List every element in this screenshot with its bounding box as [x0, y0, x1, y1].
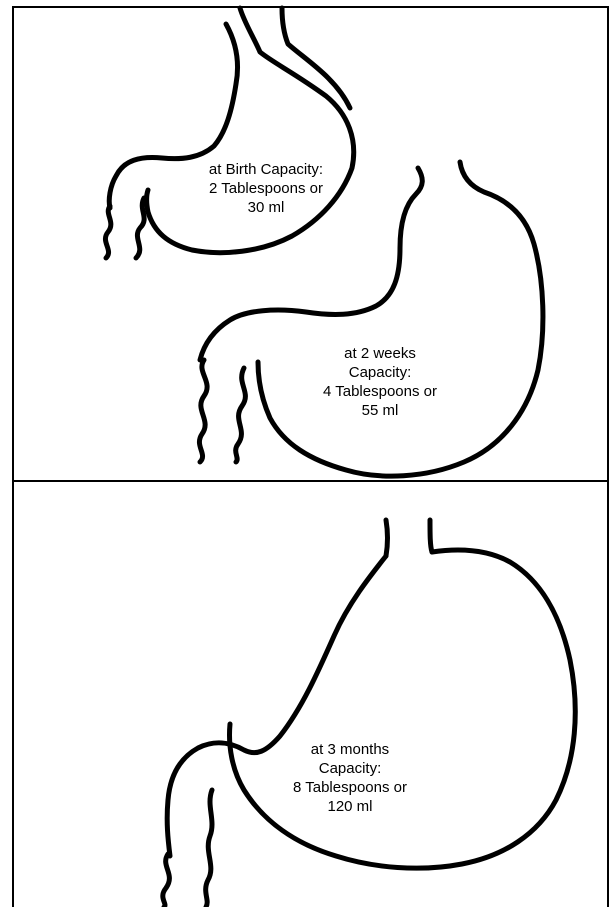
stomach-three-months-esophagus-left	[386, 520, 388, 556]
caption-two-weeks-line-4: 55 ml	[292, 401, 468, 420]
caption-three-months-line-1: at 3 months	[262, 740, 438, 759]
stomach-three-months-intestine-left	[163, 854, 170, 907]
caption-birth: at Birth Capacity: 2 Tablespoons or 30 m…	[176, 160, 356, 217]
caption-two-weeks: at 2 weeks Capacity: 4 Tablespoons or 55…	[292, 344, 468, 420]
caption-three-months: at 3 months Capacity: 8 Tablespoons or 1…	[262, 740, 438, 816]
caption-three-months-line-3: 8 Tablespoons or	[262, 778, 438, 797]
caption-birth-line-2: 2 Tablespoons or	[176, 179, 356, 198]
caption-two-weeks-line-2: Capacity:	[292, 363, 468, 382]
caption-three-months-line-2: Capacity:	[262, 759, 438, 778]
caption-two-weeks-line-3: 4 Tablespoons or	[292, 382, 468, 401]
caption-birth-line-1: at Birth Capacity:	[176, 160, 356, 179]
caption-two-weeks-line-1: at 2 weeks	[292, 344, 468, 363]
stomach-three-months-esophagus-right	[430, 520, 432, 552]
caption-birth-line-3: 30 ml	[176, 198, 356, 217]
stomach-three-months-intestine-right	[206, 790, 212, 907]
caption-three-months-line-4: 120 ml	[262, 797, 438, 816]
stomach-three-months-outer-wall	[230, 550, 576, 868]
